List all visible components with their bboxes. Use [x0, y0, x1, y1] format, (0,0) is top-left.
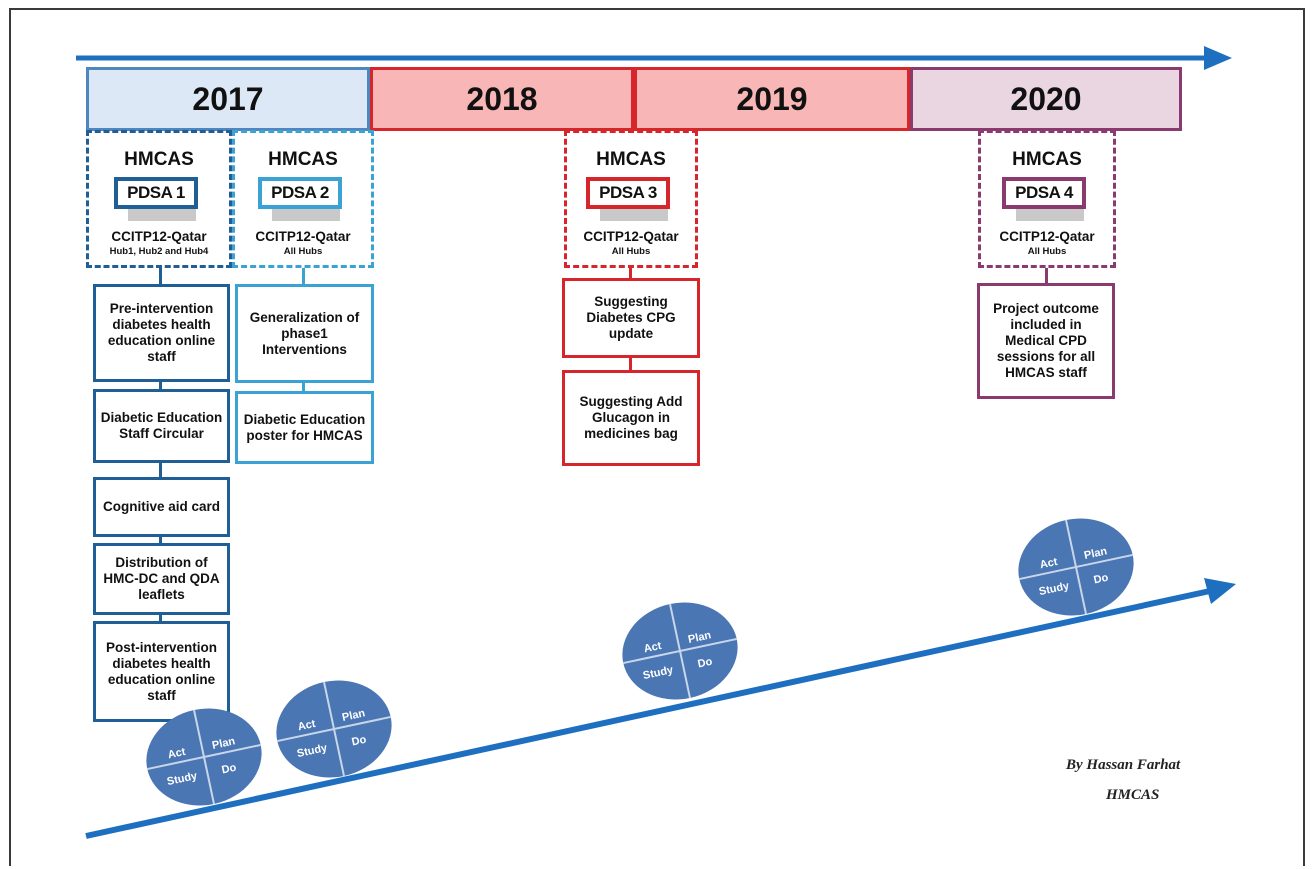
cycle-do-label: Do [1093, 572, 1110, 587]
year-2017: 2017 [86, 67, 370, 131]
pdsa-4-group: HMCAS PDSA 4 CCITP12-Qatar All Hubs [978, 130, 1116, 268]
progress-arrow-head [1204, 578, 1236, 604]
pdsa-cycle-3: Act Plan Study Do [622, 602, 738, 700]
pdsa-badge: PDSA 3 [584, 175, 678, 221]
pdsa-3-group: HMCAS PDSA 3 CCITP12-Qatar All Hubs [564, 130, 698, 268]
group-title: HMCAS [124, 149, 194, 170]
pdsa-1-step: Diabetic Education Staff Circular [93, 389, 230, 463]
year-2018: 2018 [370, 67, 634, 131]
cycle-plan-label: Plan [211, 735, 236, 752]
pdsa-1-group: HMCAS PDSA 1 CCITP12-Qatar Hub1, Hub2 an… [86, 130, 232, 268]
author-affiliation: HMCAS [1106, 787, 1160, 803]
pdsa-1-badge: PDSA 1 [114, 177, 198, 209]
cycle-act-label: Act [1039, 556, 1059, 571]
pdsa-1-step: Post-intervention diabetes health educat… [93, 621, 230, 722]
cycle-do-label: Do [351, 734, 368, 749]
cycle-plan-label: Plan [341, 707, 366, 724]
pdsa-1-step: Cognitive aid card [93, 477, 230, 537]
cycle-act-label: Act [297, 718, 317, 733]
scope-label: All Hubs [283, 246, 323, 257]
author-credit: By Hassan Farhat [1066, 757, 1181, 773]
program-label: CCITP12-Qatar [583, 229, 679, 244]
year-2019: 2019 [634, 67, 910, 131]
scope-label: All Hubs [1027, 246, 1067, 257]
program-label: CCITP12-Qatar [255, 229, 351, 244]
pdsa-cycle-4: Act Plan Study Do [1018, 518, 1134, 616]
program-label: CCITP12-Qatar [111, 229, 207, 244]
pdsa-badge: PDSA 4 [1000, 175, 1094, 221]
cycle-plan-label: Plan [1083, 545, 1108, 562]
timeline-arrow-head [1204, 46, 1232, 70]
diagram-frame [9, 8, 1305, 866]
pdsa-2-group: HMCAS PDSA 2 CCITP12-Qatar All Hubs [232, 130, 374, 268]
pdsa-2-step: Diabetic Education poster for HMCAS [235, 391, 374, 464]
cycle-plan-label: Plan [687, 629, 712, 646]
progress-arrow-line [85, 588, 1211, 839]
group-title: HMCAS [268, 149, 338, 170]
scope-label: All Hubs [611, 246, 651, 257]
cycle-do-label: Do [697, 656, 714, 671]
pdsa-4-step: Project outcome included in Medical CPD … [977, 283, 1115, 399]
pdsa-3-badge: PDSA 3 [586, 177, 670, 209]
pdsa-cycle-2: Act Plan Study Do [276, 680, 392, 778]
pdsa-2-step: Generalization of phase1 Interventions [235, 284, 374, 383]
pdsa-badge: PDSA 1 [112, 175, 206, 221]
pdsa-cycle-1: Act Plan Study Do [146, 708, 262, 806]
pdsa-2-badge: PDSA 2 [258, 177, 342, 209]
connector [1045, 268, 1048, 288]
pdsa-4-badge: PDSA 4 [1002, 177, 1086, 209]
cycle-act-label: Act [643, 640, 663, 655]
program-label: CCITP12-Qatar [999, 229, 1095, 244]
pdsa-1-step: Distribution of HMC-DC and QDA leaflets [93, 543, 230, 615]
pdsa-3-step: Suggesting Add Glucagon in medicines bag [562, 370, 700, 466]
pdsa-badge: PDSA 2 [256, 175, 350, 221]
year-2020: 2020 [910, 67, 1182, 131]
group-title: HMCAS [596, 149, 666, 170]
scope-label: Hub1, Hub2 and Hub4 [109, 246, 209, 257]
group-title: HMCAS [1012, 149, 1082, 170]
cycle-do-label: Do [221, 762, 238, 777]
pdsa-3-step: Suggesting Diabetes CPG update [562, 278, 700, 358]
pdsa-1-step: Pre-intervention diabetes health educati… [93, 284, 230, 382]
cycle-act-label: Act [167, 746, 187, 761]
